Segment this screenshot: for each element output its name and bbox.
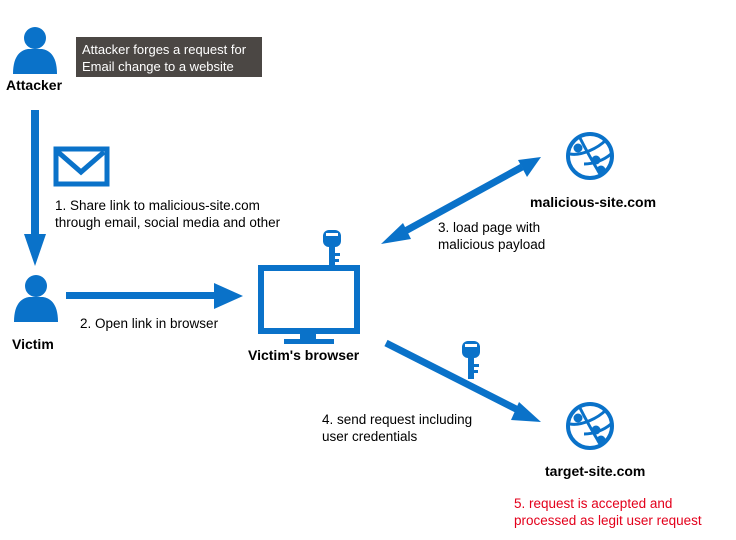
step-1-label: 1. Share link to malicious-site.com thro… (55, 197, 280, 231)
victim-label: Victim (12, 336, 54, 352)
step-3-label: 3. load page with malicious payload (438, 219, 545, 253)
victim-user-icon (14, 275, 58, 322)
malicious-site-globe-icon (566, 132, 614, 180)
arrow-victim-to-browser (66, 283, 243, 309)
target-site-globe-icon (566, 402, 614, 450)
step-4-line-2: user credentials (322, 429, 418, 444)
step-5-line-1: 5. request is accepted and (514, 496, 673, 511)
step-1-line-1: 1. Share link to malicious-site.com (55, 198, 260, 213)
step-2-line-1: 2. Open link in browser (80, 316, 219, 331)
step-3-line-2: malicious payload (438, 237, 546, 252)
request-key-icon (462, 341, 480, 379)
callout-line-2: Email change to a website (82, 59, 234, 74)
callout-line-1: Attacker forges a request for (82, 42, 247, 57)
browser-key-icon (323, 230, 341, 268)
step-4-line-1: 4. send request including (322, 412, 473, 427)
step-5-line-2: processed as legit user request (514, 513, 702, 528)
target-site-label: target-site.com (545, 463, 646, 479)
attacker-callout: Attacker forges a request for Email chan… (76, 37, 262, 77)
step-1-line-2: through email, social media and other (55, 215, 281, 230)
arrow-browser-to-target-site (384, 339, 541, 422)
attacker-user-icon (13, 27, 57, 74)
step-3-line-1: 3. load page with (438, 220, 541, 235)
browser-label: Victim's browser (248, 347, 360, 363)
step-4-label: 4. send request including user credentia… (322, 411, 472, 445)
malicious-site-label: malicious-site.com (530, 194, 657, 210)
step-2-label: 2. Open link in browser (80, 315, 218, 332)
step-5-label: 5. request is accepted and processed as … (514, 495, 702, 529)
attacker-label: Attacker (6, 77, 63, 93)
envelope-icon (53, 146, 110, 187)
monitor-icon (258, 265, 360, 344)
arrow-attacker-to-victim (24, 110, 46, 266)
arrow-browser-malicious-site (381, 157, 541, 244)
